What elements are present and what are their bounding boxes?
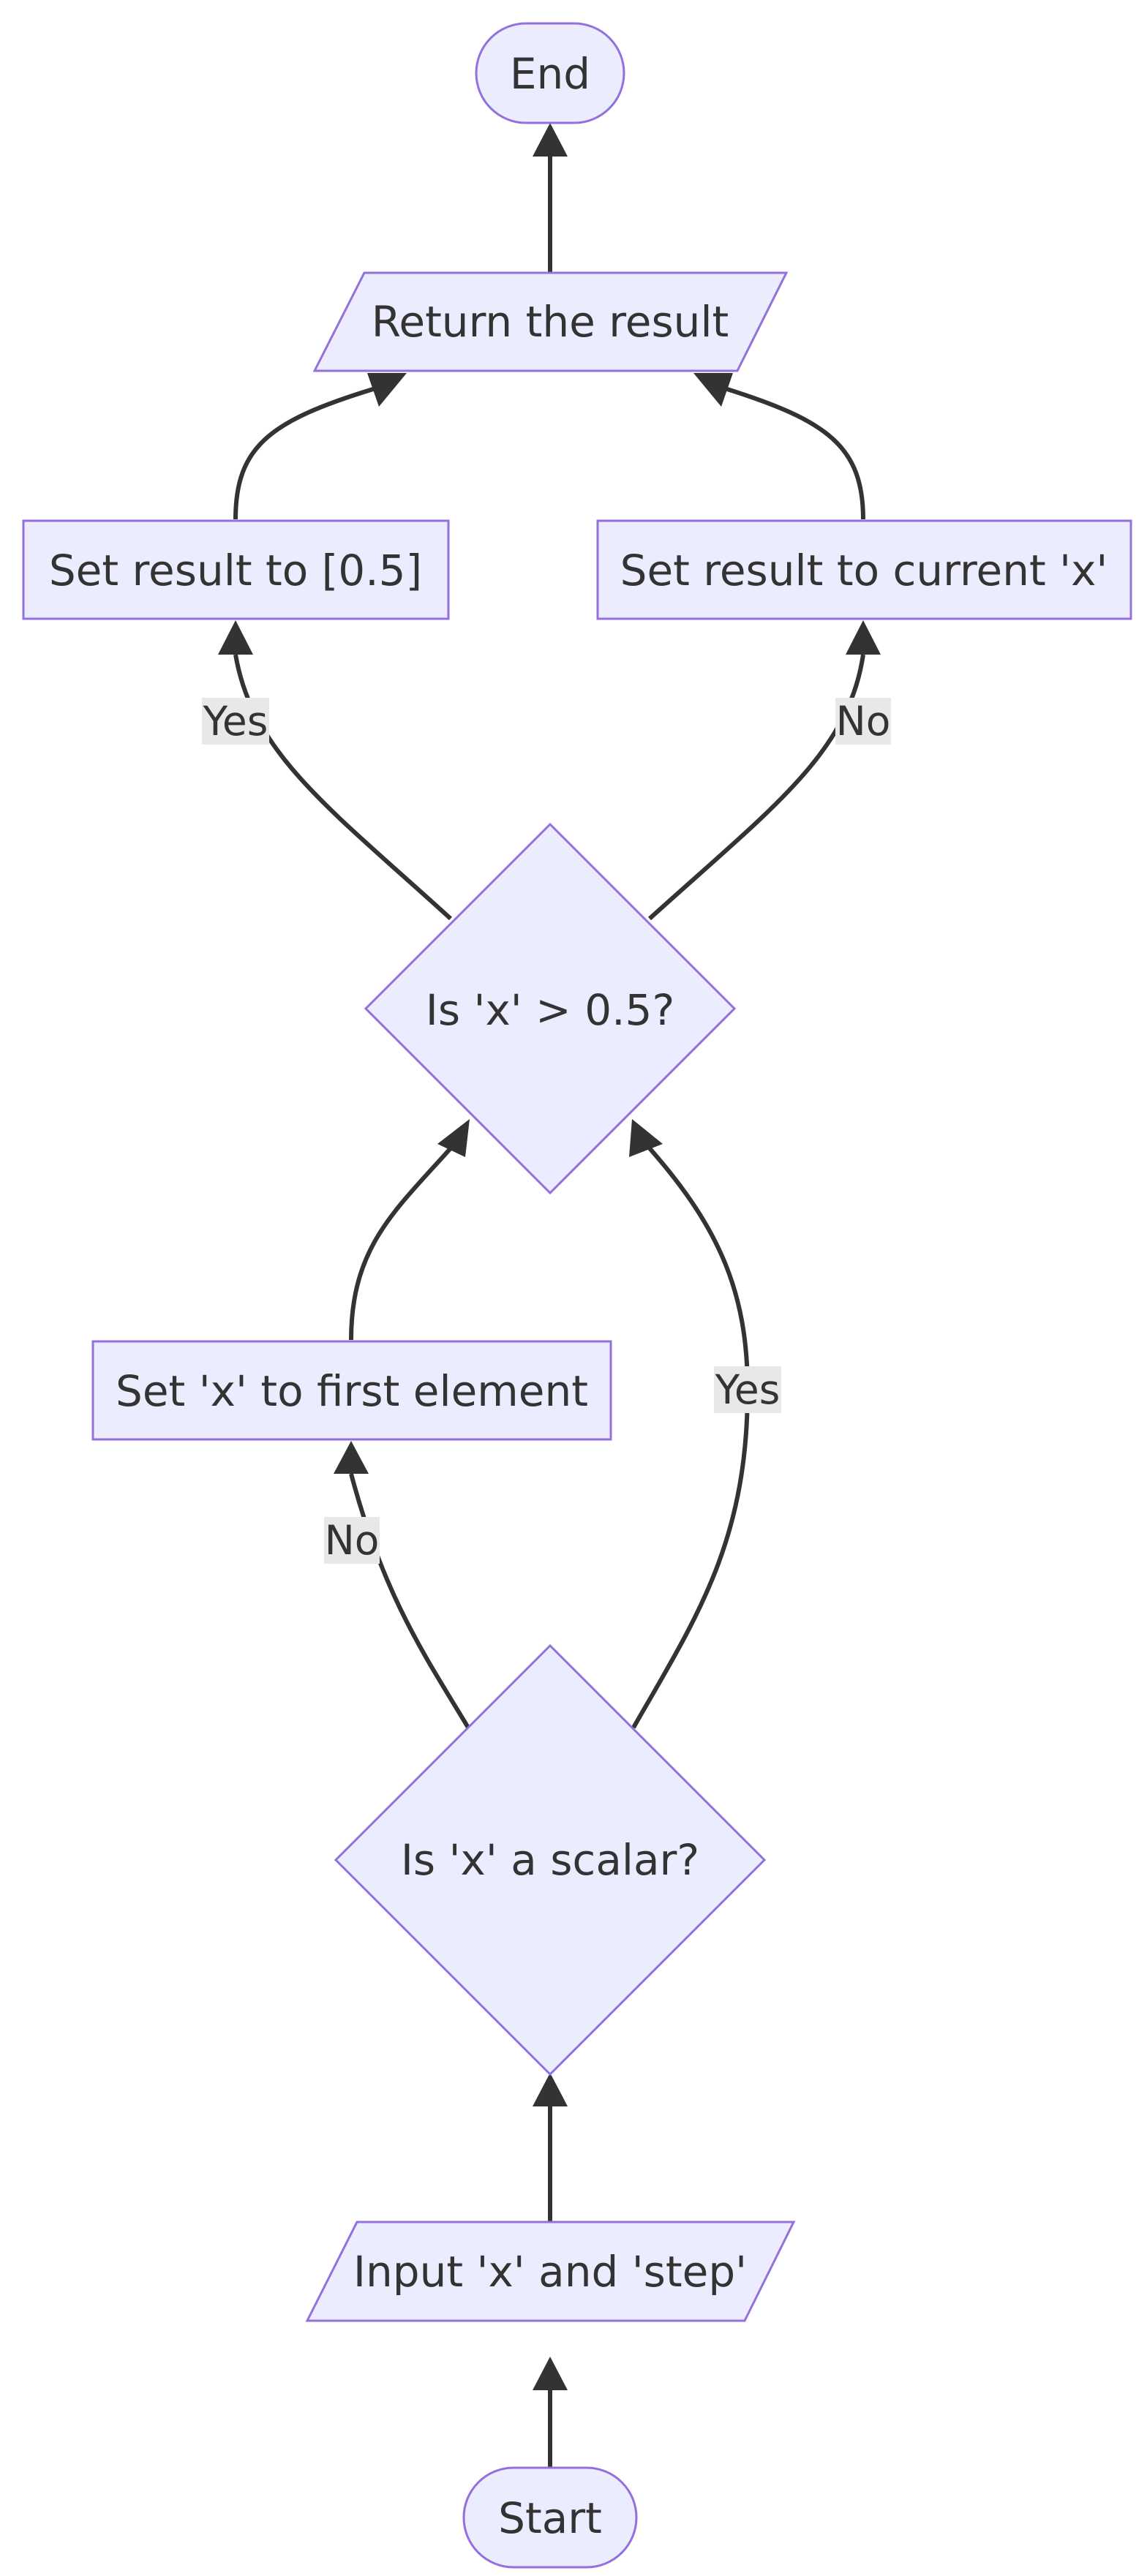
edge-is-scalar-is-gt [629, 1119, 751, 1729]
node-end: End [475, 22, 625, 124]
edge-set-half-return [233, 373, 407, 520]
edge-is-scalar-set-first [334, 1441, 470, 1729]
edge-start-input [533, 2357, 568, 2467]
edge-label-no-gt: No [835, 698, 891, 745]
edge-label-no-scalar: No [324, 1517, 380, 1564]
node-set-half-label: Set result to [0.5] [49, 546, 422, 595]
node-set-first: Set 'x' to first element [91, 1340, 612, 1441]
node-start-label: Start [498, 2493, 602, 2543]
edge-set-first-is-gt [349, 1119, 470, 1341]
node-return: Return the result [312, 271, 789, 372]
edge-return-end [533, 123, 568, 273]
node-return-label: Return the result [372, 297, 729, 347]
edge-label-text: No [325, 1517, 380, 1564]
node-end-label: End [510, 49, 590, 99]
node-set-current: Set result to current 'x' [596, 519, 1132, 620]
node-set-current-label: Set result to current 'x' [620, 546, 1108, 595]
edge-input-is-scalar [533, 2073, 568, 2221]
edge-label-text: No [836, 698, 891, 745]
node-start: Start [462, 2466, 638, 2569]
node-set-first-label: Set 'x' to first element [116, 1366, 588, 1416]
node-is-scalar-label: Is 'x' a scalar? [401, 1835, 699, 1885]
node-set-half: Set result to [0.5] [22, 519, 450, 620]
edge-set-current-return [693, 373, 865, 520]
node-input: Input 'x' and 'step' [305, 2221, 796, 2322]
node-is-gt-label: Is 'x' > 0.5? [426, 985, 674, 1035]
node-input-label: Input 'x' and 'step' [353, 2247, 747, 2297]
edge-label-yes-scalar: Yes [714, 1366, 781, 1413]
edge-is-gt-set-current [647, 620, 881, 921]
edge-label-text: Yes [203, 698, 268, 745]
edge-label-text: Yes [715, 1366, 781, 1413]
node-is-scalar: Is 'x' a scalar? [334, 1643, 767, 2076]
edge-is-gt-set-half [218, 620, 453, 921]
node-is-gt: Is 'x' > 0.5? [364, 822, 737, 1195]
edge-label-yes-gt: Yes [202, 698, 269, 745]
